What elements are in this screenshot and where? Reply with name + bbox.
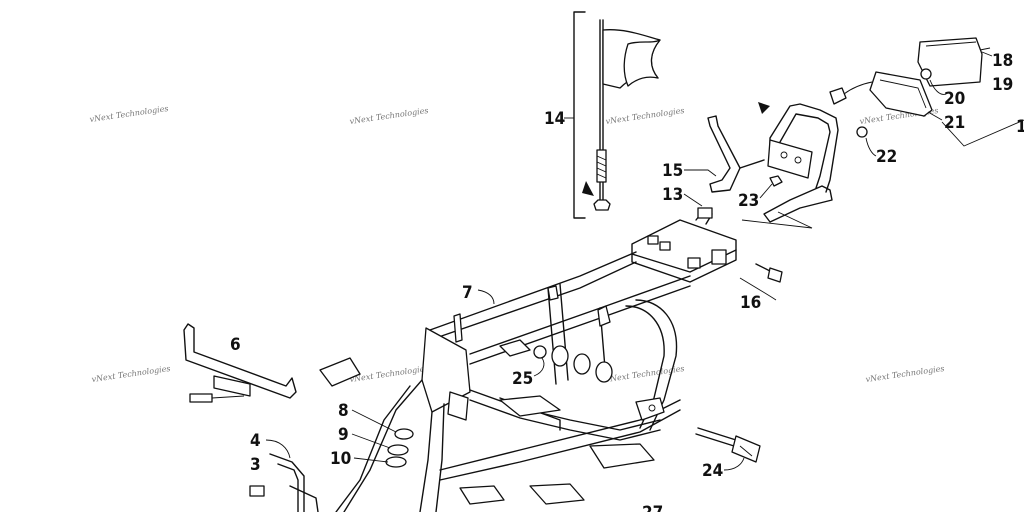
washer-stack xyxy=(319,357,414,468)
callout-10: 10 xyxy=(330,449,351,469)
callout-6: 6 xyxy=(230,335,241,355)
bolt-13 xyxy=(697,207,713,219)
watermark-3: vNext Technologies xyxy=(605,106,685,126)
callout-25: 25 xyxy=(512,369,533,389)
callout-3: 3 xyxy=(250,455,261,475)
flag-assembly xyxy=(573,11,661,219)
callout-13: 13 xyxy=(662,185,683,205)
watermark-1: vNext Technologies xyxy=(89,104,169,124)
callout-23: 23 xyxy=(738,191,759,211)
main-frame xyxy=(335,209,737,512)
bolt-16 xyxy=(739,263,783,301)
callout-8: 8 xyxy=(338,401,349,421)
watermark-6: vNext Technologies xyxy=(349,364,429,384)
callout-15: 15 xyxy=(662,161,683,181)
front-bracket xyxy=(183,323,297,403)
callout-7: 7 xyxy=(462,283,473,303)
watermark-text: vNext Technologies xyxy=(91,364,171,384)
front-lower-parts xyxy=(249,453,319,512)
callout-1: 1 xyxy=(1016,117,1024,137)
watermark-text: vNext Technologies xyxy=(89,104,169,124)
callout-14: 14 xyxy=(544,109,565,129)
taillight-assembly xyxy=(829,37,991,138)
rear-bracket-assembly xyxy=(707,102,839,229)
watermark-8: vNext Technologies xyxy=(865,364,945,384)
watermark-2: vNext Technologies xyxy=(349,106,429,126)
callout-4: 4 xyxy=(250,431,261,451)
callout-16: 16 xyxy=(740,293,761,313)
callout-21: 21 xyxy=(944,113,965,133)
watermark-text: vNext Technologies xyxy=(865,364,945,384)
leader-1 xyxy=(941,119,1024,147)
watermark-text: vNext Technologies xyxy=(349,106,429,126)
callout-20: 20 xyxy=(944,89,965,109)
watermark-text: vNext Technologies xyxy=(605,106,685,126)
bolt-24 xyxy=(695,427,761,463)
watermark-5: vNext Technologies xyxy=(91,364,171,384)
callout-18: 18 xyxy=(992,51,1013,71)
watermark-text: vNext Technologies xyxy=(349,364,429,384)
callout-22: 22 xyxy=(876,147,897,167)
callout-24: 24 xyxy=(702,461,723,481)
callout-19: 19 xyxy=(992,75,1013,95)
callout-9: 9 xyxy=(338,425,349,445)
callout-27: 27 xyxy=(642,503,663,512)
